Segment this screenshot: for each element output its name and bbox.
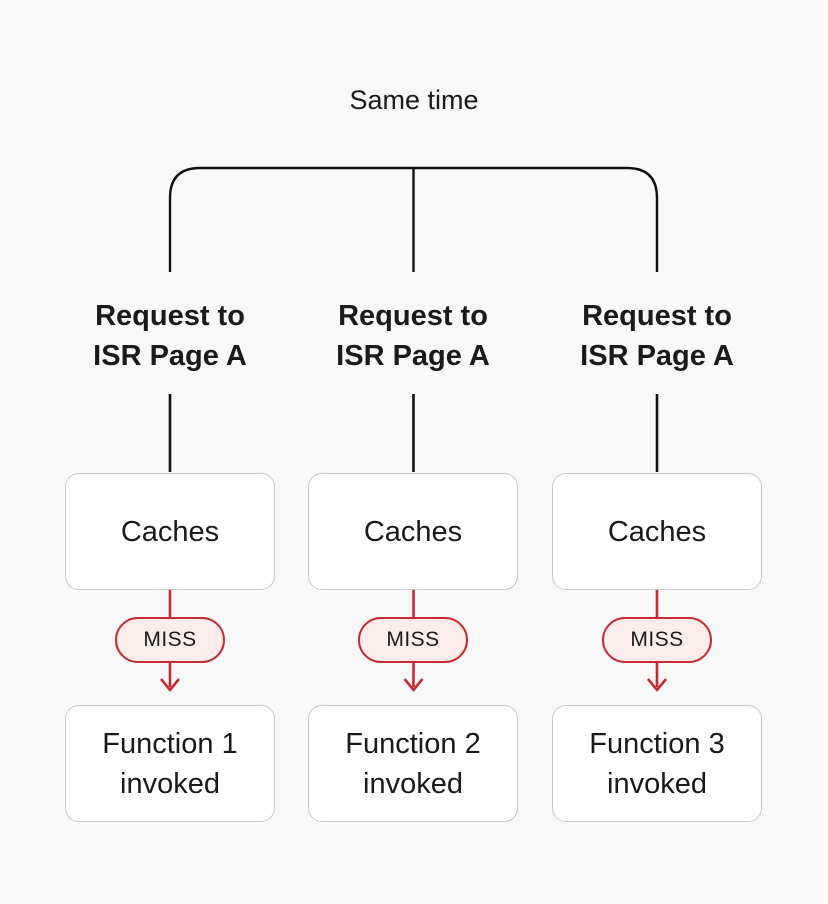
request-label-line2: ISR Page A: [336, 340, 490, 372]
request-label: Request to ISR Page A: [308, 296, 518, 376]
flow-column-2: Request to ISR Page A Caches MISS Functi…: [308, 0, 518, 904]
flow-column-1: Request to ISR Page A Caches MISS Functi…: [65, 0, 275, 904]
caches-label: Caches: [363, 515, 463, 548]
miss-label: MISS: [143, 628, 197, 651]
function-label-line2: invoked: [607, 767, 707, 800]
request-label-line1: Request to: [95, 300, 245, 332]
request-label: Request to ISR Page A: [552, 296, 762, 376]
function-invoked-box: Function 3 invoked: [552, 705, 762, 822]
caches-label: Caches: [607, 515, 707, 548]
caches-label: Caches: [120, 515, 220, 548]
function-label-line1: Function 3: [589, 727, 725, 760]
function-label-line2: invoked: [120, 767, 220, 800]
miss-label: MISS: [386, 628, 440, 651]
caches-box: Caches: [65, 473, 275, 590]
function-label-line2: invoked: [363, 767, 463, 800]
request-label-line2: ISR Page A: [93, 340, 247, 372]
diagram-title: Same time: [349, 85, 479, 115]
request-label: Request to ISR Page A: [65, 296, 275, 376]
request-label-line1: Request to: [338, 300, 488, 332]
miss-badge: MISS: [115, 617, 225, 663]
function-label-line1: Function 2: [345, 727, 481, 760]
function-label-line1: Function 1: [102, 727, 238, 760]
caches-box: Caches: [308, 473, 518, 590]
miss-label: MISS: [630, 628, 684, 651]
flow-column-3: Request to ISR Page A Caches MISS Functi…: [552, 0, 762, 904]
miss-badge: MISS: [602, 617, 712, 663]
function-invoked-box: Function 2 invoked: [308, 705, 518, 822]
miss-badge: MISS: [358, 617, 468, 663]
caches-box: Caches: [552, 473, 762, 590]
function-invoked-box: Function 1 invoked: [65, 705, 275, 822]
request-label-line2: ISR Page A: [580, 340, 734, 372]
request-label-line1: Request to: [582, 300, 732, 332]
